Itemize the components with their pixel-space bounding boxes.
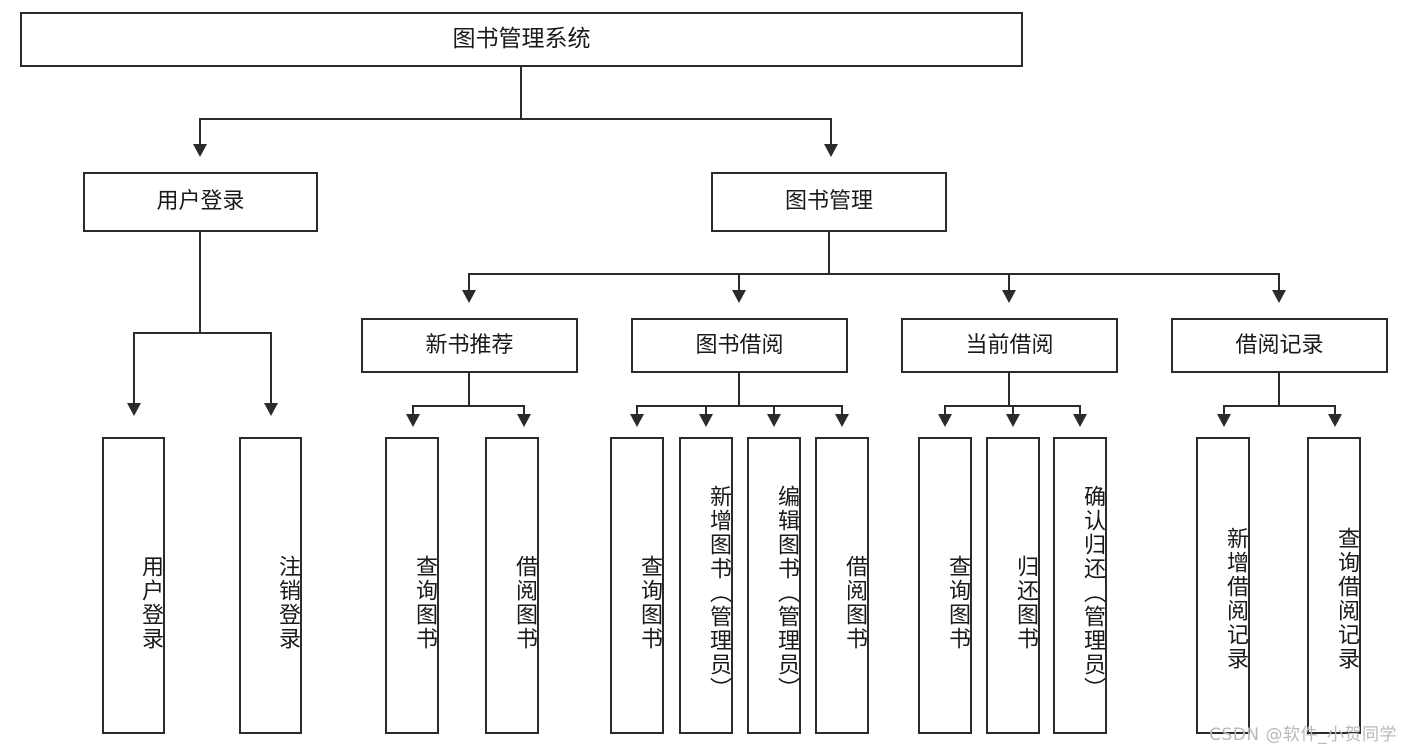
- connector-user-login-to-leaf-2: [270, 332, 272, 406]
- connector-current-borrow-leaf-3: [1079, 405, 1081, 417]
- connector-book-borrow-leaf-3: [773, 405, 775, 417]
- arrowhead-new-book-leaf-2: [517, 414, 531, 427]
- connector-borrow-record-leaf-1: [1223, 405, 1225, 417]
- connector-book-borrow-stem: [738, 373, 740, 406]
- connector-new-book-leaf-1: [412, 405, 414, 417]
- connector-borrow-record-bus: [1223, 405, 1336, 407]
- connector-book-borrow-leaf-4: [841, 405, 843, 417]
- connector-book-borrow-bus: [636, 405, 843, 407]
- node-current-borrow[interactable]: 当前借阅: [901, 318, 1118, 373]
- arrowhead-to-new-book: [462, 290, 476, 303]
- arrowhead-to-book-borrow: [732, 290, 746, 303]
- leaf-borrow-record-query-record[interactable]: 查询借阅记录: [1307, 437, 1361, 734]
- leaf-current-borrow-return-book[interactable]: 归还图书: [986, 437, 1040, 734]
- node-root-system[interactable]: 图书管理系统: [20, 12, 1023, 67]
- connector-to-new-book: [468, 273, 470, 293]
- leaf-user-login-logout[interactable]: 注销登录: [239, 437, 302, 734]
- arrowhead-book-borrow-leaf-2: [699, 414, 713, 427]
- leaf-current-borrow-confirm-return-admin[interactable]: 确认归还（管理员）: [1053, 437, 1107, 734]
- connector-new-book-leaf-2: [523, 405, 525, 417]
- connector-root-bus: [199, 118, 832, 120]
- connector-to-borrow-record: [1278, 273, 1280, 293]
- leaf-user-login-login[interactable]: 用户登录: [102, 437, 165, 734]
- connector-borrow-record-stem: [1278, 373, 1280, 406]
- node-book-borrow[interactable]: 图书借阅: [631, 318, 848, 373]
- arrowhead-user-login-leaf-2: [264, 403, 278, 416]
- arrowhead-to-borrow-record: [1272, 290, 1286, 303]
- arrowhead-new-book-leaf-1: [406, 414, 420, 427]
- connector-root-to-user-login: [199, 118, 201, 148]
- leaf-current-borrow-query-book[interactable]: 查询图书: [918, 437, 972, 734]
- csdn-watermark: CSDN @软件_小贺同学: [1209, 725, 1397, 745]
- leaf-borrow-record-add-record[interactable]: 新增借阅记录: [1196, 437, 1250, 734]
- connector-user-login-bus: [133, 332, 272, 334]
- arrowhead-borrow-record-leaf-1: [1217, 414, 1231, 427]
- arrowhead-borrow-record-leaf-2: [1328, 414, 1342, 427]
- connector-book-borrow-leaf-1: [636, 405, 638, 417]
- connector-current-borrow-leaf-1: [944, 405, 946, 417]
- arrowhead-book-borrow-leaf-3: [767, 414, 781, 427]
- arrowhead-current-borrow-leaf-3: [1073, 414, 1087, 427]
- connector-borrow-record-leaf-2: [1334, 405, 1336, 417]
- arrowhead-root-to-user-login: [193, 144, 207, 157]
- connector-book-manage-bus: [468, 273, 1280, 275]
- arrowhead-user-login-leaf-1: [127, 403, 141, 416]
- arrowhead-root-to-book-manage: [824, 144, 838, 157]
- node-book-manage[interactable]: 图书管理: [711, 172, 947, 232]
- connector-user-login-to-leaf-1: [133, 332, 135, 406]
- node-borrow-record[interactable]: 借阅记录: [1171, 318, 1388, 373]
- connector-book-borrow-leaf-2: [705, 405, 707, 417]
- arrowhead-current-borrow-leaf-1: [938, 414, 952, 427]
- connector-current-borrow-leaf-2: [1012, 405, 1014, 417]
- connector-current-borrow-stem: [1008, 373, 1010, 406]
- connector-new-book-bus: [412, 405, 525, 407]
- leaf-book-borrow-add-book-admin[interactable]: 新增图书（管理员）: [679, 437, 733, 734]
- connector-to-current-borrow: [1008, 273, 1010, 293]
- arrowhead-to-current-borrow: [1002, 290, 1016, 303]
- connector-root-to-book-manage: [830, 118, 832, 148]
- connector-new-book-stem: [468, 373, 470, 406]
- arrowhead-current-borrow-leaf-2: [1006, 414, 1020, 427]
- connector-user-login-stem: [199, 232, 201, 333]
- leaf-book-borrow-query-book[interactable]: 查询图书: [610, 437, 664, 734]
- node-new-book-recommend[interactable]: 新书推荐: [361, 318, 578, 373]
- node-user-login[interactable]: 用户登录: [83, 172, 318, 232]
- connector-to-book-borrow: [738, 273, 740, 293]
- leaf-book-borrow-borrow-book[interactable]: 借阅图书: [815, 437, 869, 734]
- leaf-book-borrow-edit-book-admin[interactable]: 编辑图书（管理员）: [747, 437, 801, 734]
- arrowhead-book-borrow-leaf-4: [835, 414, 849, 427]
- leaf-new-book-borrow-book[interactable]: 借阅图书: [485, 437, 539, 734]
- connector-root-stem: [520, 67, 522, 119]
- connector-book-manage-stem: [828, 232, 830, 274]
- arrowhead-book-borrow-leaf-1: [630, 414, 644, 427]
- leaf-new-book-query-book[interactable]: 查询图书: [385, 437, 439, 734]
